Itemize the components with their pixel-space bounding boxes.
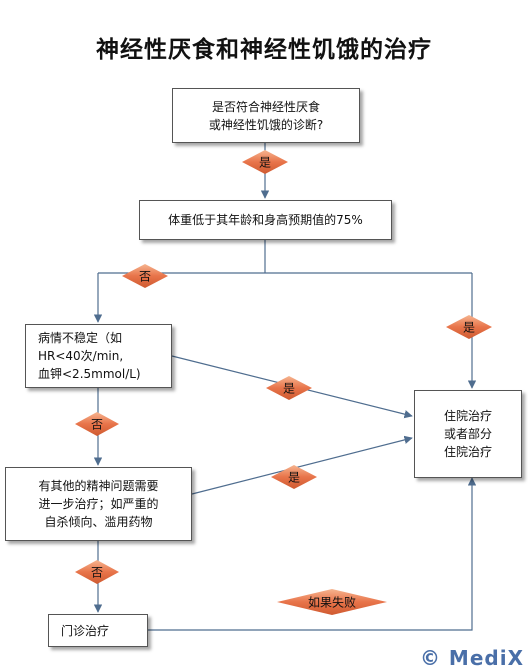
node-inpatient: 住院治疗 或者部分 住院治疗: [414, 390, 522, 478]
diamond-no-1: [122, 264, 168, 288]
node-unstable-line-2: HR<40次/min,: [38, 349, 124, 363]
node-diagnosis-line-2: 或神经性饥饿的诊断?: [208, 117, 324, 132]
node-inpatient-line-3: 住院治疗: [443, 445, 492, 459]
diamond-no-3: [75, 560, 119, 584]
decision-label-fail: 如果失败: [307, 595, 357, 610]
node-psych-line-3: 自杀倾向、滥用药物: [44, 515, 153, 529]
node-outpatient-line-1: 门诊治疗: [61, 623, 110, 638]
decision-label-yes-3: 是: [282, 381, 296, 396]
node-unstable-line-3: 血钾<2.5mmol/L): [38, 367, 141, 381]
decision-label-no-2: 否: [90, 417, 104, 432]
watermark-logo: © MediX: [419, 646, 524, 670]
node-psych-line-2: 进一步治疗；如严重的: [38, 497, 159, 511]
node-psych-line-1: 有其他的精神问题需要: [38, 479, 159, 493]
decision-label-no-1: 否: [138, 269, 152, 284]
node-diagnosis: 是否符合神经性厌食 或神经性饥饿的诊断?: [172, 88, 360, 143]
node-diagnosis-line-1: 是否符合神经性厌食: [211, 99, 320, 114]
diamond-yes-4: [271, 465, 317, 489]
node-outpatient: 门诊治疗: [48, 614, 148, 647]
diamond-yes-2: [446, 315, 492, 339]
node-inpatient-line-1: 住院治疗: [443, 409, 492, 423]
node-psych: 有其他的精神问题需要 进一步治疗；如严重的 自杀倾向、滥用药物: [5, 467, 192, 541]
arrow-psych-to-inpatient: [191, 435, 413, 495]
arrow-outpatient-to-inpatient: [148, 477, 477, 631]
node-unstable-line-1: 病情不稳定（如: [38, 331, 123, 345]
chart-title: 神经性厌食和神经性饥饿的治疗: [96, 36, 432, 63]
node-inpatient-line-2: 或者部分: [443, 427, 492, 441]
node-weight-line-1: 体重低于其年龄和身高预期值的75%: [168, 213, 363, 227]
node-unstable: 病情不稳定（如 HR<40次/min, 血钾<2.5mmol/L): [25, 324, 172, 388]
decision-label-yes-1: 是: [258, 155, 272, 170]
diamond-yes-3: [266, 376, 312, 400]
decision-label-no-3: 否: [90, 565, 104, 580]
node-weight: 体重低于其年龄和身高预期值的75%: [139, 200, 392, 240]
diamond-no-2: [75, 412, 119, 436]
decision-label-yes-2: 是: [462, 320, 476, 335]
diamond-yes-1: [242, 150, 288, 174]
diamond-fail: [277, 589, 387, 615]
decision-label-yes-4: 是: [287, 470, 301, 485]
